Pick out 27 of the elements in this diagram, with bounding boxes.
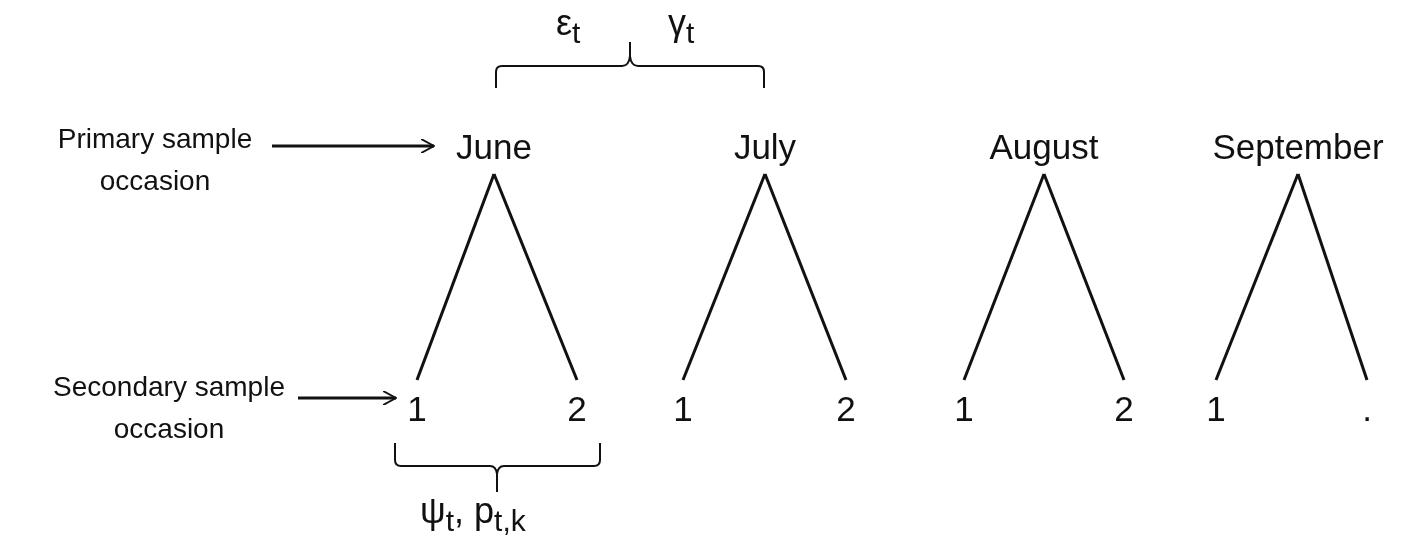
tree-line bbox=[1214, 173, 1300, 381]
occasion-number: 2 bbox=[1107, 386, 1141, 432]
month-label: September bbox=[1185, 122, 1411, 172]
occasion-number: 2 bbox=[829, 386, 863, 432]
occasion-number: 1 bbox=[1199, 386, 1233, 432]
tree-line bbox=[1042, 173, 1126, 381]
tree-line bbox=[1296, 173, 1369, 381]
month-label: June bbox=[438, 122, 550, 172]
occasion-number: 1 bbox=[666, 386, 700, 432]
arrow bbox=[298, 390, 397, 406]
arrow bbox=[272, 138, 435, 154]
month-label: August bbox=[970, 122, 1118, 172]
occasion-number: 1 bbox=[400, 386, 434, 432]
tree-line bbox=[763, 173, 848, 381]
tree-line bbox=[962, 173, 1046, 381]
tree-line bbox=[681, 173, 767, 381]
occasion-number: . bbox=[1352, 386, 1382, 432]
occasion-number: 1 bbox=[947, 386, 981, 432]
parameter-label: γ$_{t}$ bbox=[668, 2, 695, 51]
occasion-number: 2 bbox=[560, 386, 594, 432]
parameter-label: ψ$_{t}$, p$_{t,k}$ bbox=[420, 490, 526, 538]
parameter-label: ε$_{t}$ bbox=[556, 2, 581, 51]
side-label: Secondary sample occasion bbox=[42, 360, 296, 456]
tree-line bbox=[415, 173, 496, 381]
tree-line bbox=[492, 173, 579, 381]
side-label: Primary sample occasion bbox=[40, 112, 270, 208]
month-label: July bbox=[718, 122, 812, 172]
